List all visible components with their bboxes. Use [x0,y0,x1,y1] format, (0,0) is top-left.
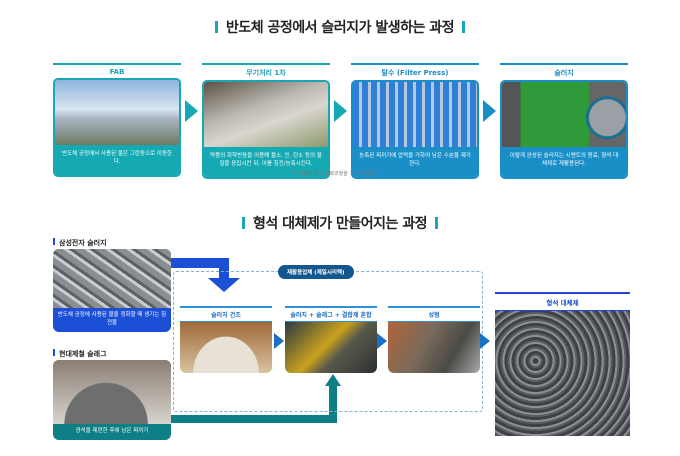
sludge-image [53,249,171,308]
result-product: 형석 대체제 [495,292,630,436]
step-dry: 슬러지 건조 [180,306,272,373]
fab-image [55,80,179,145]
source-label: 삼성전자 슬러지 [53,238,107,248]
fluorspar-image [495,311,630,436]
mix-image [285,321,377,373]
arrow-icon [334,100,347,122]
down-arrow-icon [208,278,240,292]
container-image [502,82,626,147]
source-slag: 광석을 제련한 후에 남은 찌꺼기 [53,360,171,440]
step-mix: 슬러지 + 슬래그 + 결합제 혼합 [285,306,377,373]
section1-title: 반도체 공정에서 슬러지가 발생하는 과정 [0,17,680,37]
filter-press-image [353,82,477,147]
flow-connector [329,385,337,423]
arrow-icon [185,100,198,122]
footnote: *각 과정의 물은 정화과정을 거쳐 방류된다. [290,171,381,177]
source-label: 현대제철 슬래그 [53,349,107,359]
flow-connector [171,258,227,268]
arrow-icon [483,100,496,122]
tank-image [204,82,328,147]
mold-image [388,321,480,373]
up-arrow-icon [325,374,341,386]
step-mold: 성형 [388,306,480,373]
flow-connector [219,258,229,280]
dry-image [180,321,272,373]
source-sludge: 반도체 공정에 사용된 물을 정화할 때 생기는 침전물 [53,249,171,332]
arrow-icon [377,333,387,349]
arrow-icon [274,333,284,349]
step-dewater: 탈수 (Filter Press)농축된 찌꺼기에 압력을 가하여 남은 수분을… [351,63,479,179]
result-label: 형석 대체제 [546,299,579,307]
section2-title: 형석 대체제가 만들어지는 과정 [0,213,680,233]
recycler-badge: 재활용업체 (제일시리텍) [278,265,354,279]
slag-image [53,360,171,424]
arrow-icon [480,333,490,349]
flow-connector [171,415,337,423]
